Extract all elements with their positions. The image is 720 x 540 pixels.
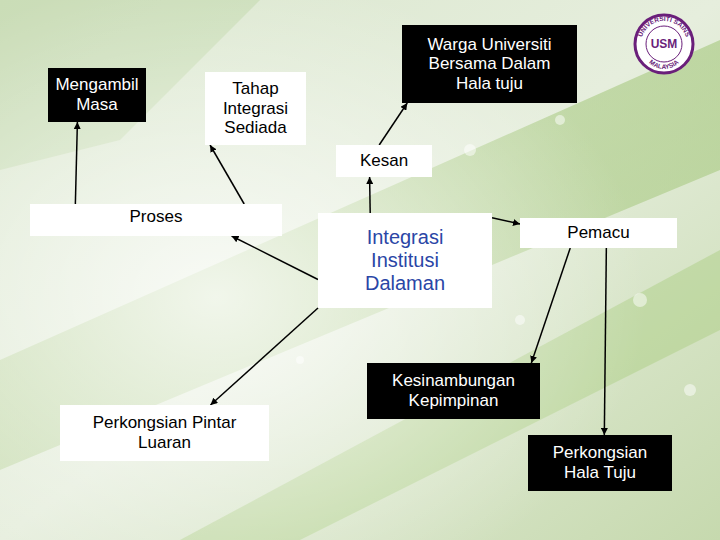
dark-box: Perkongsian Hala Tuju: [528, 435, 672, 491]
node-text: Perkongsian Pintar Luaran: [68, 413, 261, 452]
logo-ring-text: MALAYSIA: [648, 58, 680, 70]
process-box: Proses: [30, 204, 282, 236]
process-box: Tahap Integrasi Sediada: [205, 72, 306, 145]
central-box: Integrasi Institusi Dalaman: [318, 213, 492, 308]
node-text: Kesan: [360, 151, 408, 171]
logo-ring-text: MALAYSIA: [648, 58, 680, 70]
arrow-connector: [232, 236, 318, 280]
arrow-connector: [369, 177, 371, 213]
node-text: Warga Universiti Bersama Dalam Hala tuju: [414, 35, 565, 94]
logo-ring-text: UNIVERSITI SAINS: [636, 15, 692, 38]
arrow-connector: [210, 145, 244, 204]
water-drops: [296, 115, 696, 396]
dark-box: Warga Universiti Bersama Dalam Hala tuju: [402, 25, 577, 103]
logo-text: USM: [651, 37, 678, 51]
node-text: Proses: [130, 207, 183, 227]
node-text: Mengambil Masa: [52, 75, 142, 114]
arrow-connector: [604, 248, 606, 435]
dark-box: Kesinambungan Kepimpinan: [367, 363, 540, 419]
arrow-connector: [210, 308, 318, 405]
dark-box: Mengambil Masa: [48, 68, 146, 122]
node-text: Integrasi Institusi Dalaman: [330, 226, 480, 295]
arrow-connector: [492, 218, 520, 224]
process-box: Kesan: [336, 145, 432, 177]
arrow-connector: [75, 122, 77, 204]
node-text: Perkongsian Hala Tuju: [536, 443, 664, 482]
process-box: Perkongsian Pintar Luaran: [60, 405, 269, 461]
node-text: Kesinambungan Kepimpinan: [373, 371, 534, 410]
arrow-connector: [379, 103, 407, 145]
process-box: Pemacu: [520, 218, 677, 248]
usm-logo: UNIVERSITI SAINS MALAYSIA USM: [635, 15, 693, 73]
logo-ring-text: UNIVERSITI SAINS: [636, 15, 692, 38]
node-text: Tahap Integrasi Sediada: [209, 79, 302, 138]
node-text: Pemacu: [567, 223, 629, 243]
arrow-connector: [531, 248, 570, 363]
